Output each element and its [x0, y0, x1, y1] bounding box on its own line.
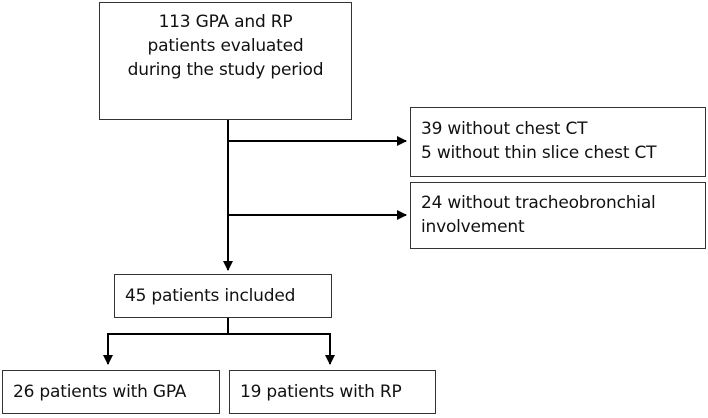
start-line-3: during the study period [127, 60, 324, 80]
exclusion-2-line-1: 24 without tracheobronchial [421, 193, 656, 213]
rp-group-label: 19 patients with RP [240, 382, 402, 402]
exclusion-box-2: 24 without tracheobronchial involvement [410, 182, 706, 249]
rp-group-box: 19 patients with RP [229, 370, 436, 414]
exclusion-1-line-2: 5 without thin slice chest CT [421, 143, 657, 163]
start-line-2: patients evaluated [147, 36, 304, 56]
gpa-group-box: 26 patients with GPA [2, 370, 220, 414]
included-box: 45 patients included [114, 274, 332, 318]
exclusion-box-1: 39 without chest CT 5 without thin slice… [410, 107, 706, 177]
exclusion-2-line-2: involvement [421, 217, 525, 237]
included-label: 45 patients included [125, 286, 296, 306]
start-line-1: 113 GPA and RP [158, 12, 293, 32]
gpa-group-label: 26 patients with GPA [13, 382, 187, 402]
start-box: 113 GPA and RP patients evaluated during… [99, 2, 352, 120]
exclusion-1-line-1: 39 without chest CT [421, 119, 588, 139]
